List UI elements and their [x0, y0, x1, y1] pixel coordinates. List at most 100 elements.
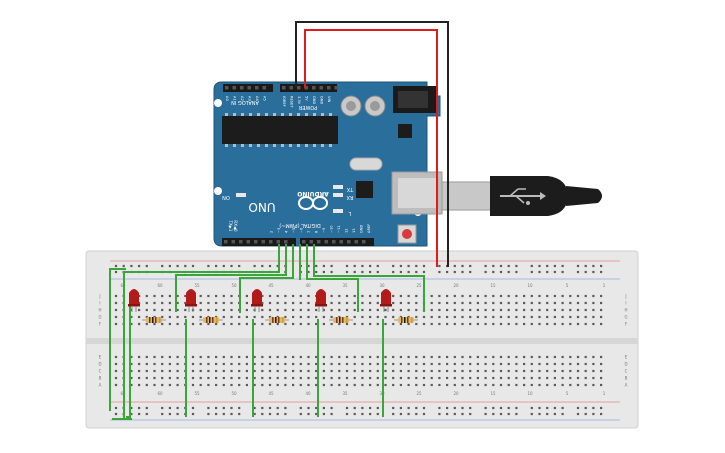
breadboard-hole[interactable] [168, 376, 171, 380]
breadboard-hole[interactable] [422, 362, 426, 366]
breadboard-hole[interactable] [507, 315, 510, 319]
rail-hole[interactable] [499, 270, 503, 274]
rail-hole[interactable] [207, 264, 210, 268]
breadboard-hole[interactable] [561, 376, 564, 380]
header-pin[interactable] [324, 240, 329, 244]
breadboard-hole[interactable] [438, 308, 441, 312]
breadboard-hole[interactable] [546, 355, 549, 359]
breadboard-hole[interactable] [399, 369, 402, 373]
breadboard-hole[interactable] [261, 355, 264, 359]
breadboard-hole[interactable] [299, 362, 302, 366]
rail-hole[interactable] [276, 264, 279, 268]
breadboard-hole[interactable] [330, 301, 333, 305]
breadboard-hole[interactable] [176, 369, 179, 373]
rail-hole[interactable] [546, 406, 549, 410]
breadboard-hole[interactable] [553, 362, 556, 366]
breadboard-hole[interactable] [222, 369, 225, 373]
breadboard-hole[interactable] [376, 355, 379, 359]
breadboard-hole[interactable] [230, 369, 233, 373]
breadboard-hole[interactable] [600, 301, 603, 305]
breadboard-hole[interactable] [499, 362, 503, 366]
breadboard-hole[interactable] [553, 322, 556, 326]
breadboard-hole[interactable] [392, 383, 395, 387]
rail-hole[interactable] [438, 406, 441, 410]
breadboard-hole[interactable] [523, 315, 526, 319]
rail-hole[interactable] [592, 270, 595, 274]
wire-gnd-black[interactable] [295, 21, 449, 267]
breadboard-hole[interactable] [438, 362, 441, 366]
breadboard-hole[interactable] [492, 383, 495, 387]
breadboard-hole[interactable] [245, 355, 248, 359]
rail-hole[interactable] [207, 406, 210, 410]
breadboard-hole[interactable] [161, 355, 164, 359]
breadboard-hole[interactable] [492, 376, 495, 380]
rail-hole[interactable] [576, 270, 580, 274]
rail-hole[interactable] [461, 412, 464, 416]
breadboard-hole[interactable] [422, 315, 426, 319]
breadboard-hole[interactable] [176, 362, 179, 366]
header-pin[interactable] [262, 86, 267, 90]
breadboard-hole[interactable] [407, 355, 410, 359]
breadboard-hole[interactable] [207, 294, 210, 298]
breadboard-hole[interactable] [392, 308, 395, 312]
breadboard-hole[interactable] [384, 315, 387, 319]
breadboard-hole[interactable] [315, 383, 318, 387]
breadboard-hole[interactable] [538, 383, 541, 387]
rail-hole[interactable] [499, 406, 503, 410]
breadboard-hole[interactable] [284, 308, 287, 312]
rail-hole[interactable] [600, 406, 603, 410]
breadboard-hole[interactable] [453, 294, 456, 298]
breadboard-hole[interactable] [438, 315, 441, 319]
resistor-1[interactable] [142, 317, 166, 323]
breadboard-hole[interactable] [353, 369, 356, 373]
rail-hole[interactable] [492, 264, 495, 268]
breadboard-hole[interactable] [161, 301, 164, 305]
rail-hole[interactable] [353, 406, 356, 410]
breadboard-hole[interactable] [330, 294, 333, 298]
breadboard-hole[interactable] [415, 376, 418, 380]
breadboard-hole[interactable] [176, 355, 179, 359]
breadboard-hole[interactable] [584, 294, 587, 298]
wire-green-6[interactable] [313, 244, 425, 312]
led-body[interactable] [129, 289, 139, 305]
rail-hole[interactable] [361, 264, 364, 268]
breadboard-hole[interactable] [569, 362, 572, 366]
breadboard-hole[interactable] [592, 301, 595, 305]
rail-hole[interactable] [415, 264, 418, 268]
breadboard-hole[interactable] [446, 369, 449, 373]
breadboard-hole[interactable] [515, 369, 518, 373]
rail-hole[interactable] [461, 270, 464, 274]
rail-hole[interactable] [284, 412, 287, 416]
breadboard-hole[interactable] [353, 322, 356, 326]
rail-hole[interactable] [238, 406, 241, 410]
breadboard-hole[interactable] [422, 376, 426, 380]
breadboard-hole[interactable] [584, 308, 587, 312]
breadboard-hole[interactable] [584, 383, 587, 387]
breadboard-hole[interactable] [515, 383, 518, 387]
header-pin[interactable] [339, 240, 344, 244]
rail-hole[interactable] [484, 264, 487, 268]
breadboard-hole[interactable] [376, 322, 379, 326]
header-pin[interactable] [332, 240, 336, 244]
rail-hole[interactable] [546, 264, 549, 268]
breadboard-hole[interactable] [261, 369, 264, 373]
breadboard-hole[interactable] [268, 383, 272, 387]
rail-hole[interactable] [261, 412, 264, 416]
breadboard-hole[interactable] [145, 294, 148, 298]
breadboard-hole[interactable] [292, 294, 295, 298]
rail-hole[interactable] [322, 264, 325, 268]
breadboard-hole[interactable] [230, 301, 233, 305]
rail-hole[interactable] [191, 412, 195, 416]
rail-hole[interactable] [507, 406, 510, 410]
breadboard-hole[interactable] [292, 308, 295, 312]
breadboard-hole[interactable] [399, 308, 402, 312]
header-pin[interactable] [347, 240, 351, 244]
breadboard-hole[interactable] [592, 362, 595, 366]
rail-hole[interactable] [253, 412, 256, 416]
breadboard-hole[interactable] [245, 376, 248, 380]
breadboard-hole[interactable] [453, 383, 456, 387]
rail-hole[interactable] [330, 264, 333, 268]
breadboard-hole[interactable] [422, 322, 426, 326]
breadboard-hole[interactable] [315, 315, 318, 319]
breadboard-hole[interactable] [307, 362, 310, 366]
